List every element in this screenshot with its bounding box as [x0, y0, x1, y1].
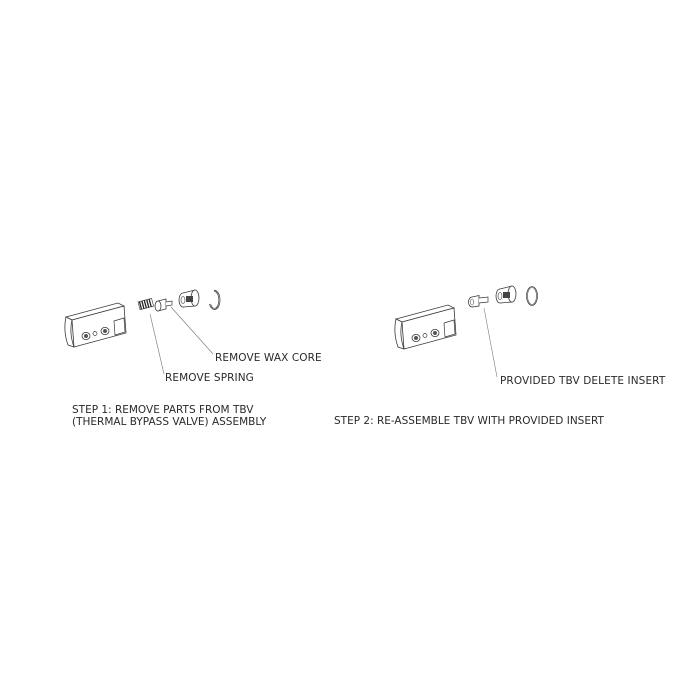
- step2-illustration: [394, 285, 538, 378]
- leader-wax-core: [170, 306, 214, 355]
- valve-plug-1: [178, 289, 200, 308]
- callout-remove-wax-core: REMOVE WAX CORE: [215, 352, 322, 364]
- step1-caption-line1: STEP 1: REMOVE PARTS FROM TBV: [72, 404, 254, 416]
- step1-illustration: [64, 289, 221, 375]
- retaining-clip-1: [209, 290, 221, 310]
- valve-housing-1: [64, 302, 127, 348]
- callout-remove-spring: REMOVE SPRING: [165, 372, 254, 384]
- callout-provided-tbv-delete-insert: PROVIDED TBV DELETE INSERT: [500, 375, 666, 387]
- leader-spring: [149, 313, 165, 375]
- leader-delete-insert: [483, 307, 498, 378]
- delete-insert: [468, 295, 489, 308]
- spring: [137, 298, 154, 311]
- valve-housing-2: [394, 304, 457, 350]
- step1-caption-line2: (THERMAL BYPASS VALVE) ASSEMBLY: [72, 416, 267, 428]
- valve-plug-2: [495, 285, 517, 304]
- step2-caption: STEP 2: RE-ASSEMBLE TBV WITH PROVIDED IN…: [334, 415, 604, 427]
- wax-core: [154, 298, 173, 312]
- retaining-clip-2: [526, 286, 538, 306]
